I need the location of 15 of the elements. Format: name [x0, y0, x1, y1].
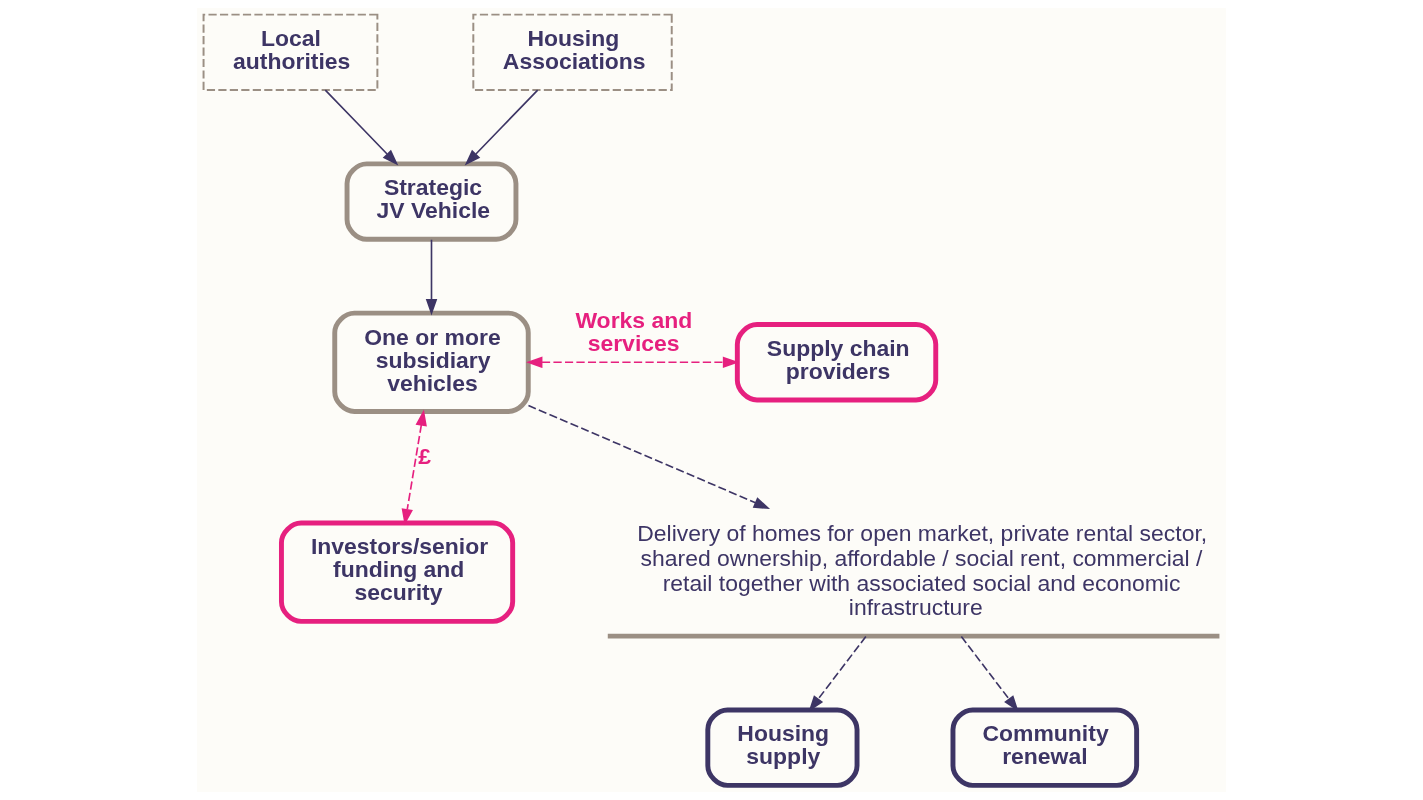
node-box: Supply chain providers	[734, 322, 939, 403]
arrow	[527, 404, 771, 510]
arrow	[425, 238, 438, 316]
node-box: Investors/senior funding and security	[279, 520, 516, 624]
node-box: Strategic JV Vehicle	[344, 161, 519, 242]
edge-label: £	[418, 443, 432, 470]
arrow	[464, 89, 539, 166]
node-box: Housing Associations	[472, 13, 673, 92]
node-box: Community renewal	[950, 707, 1140, 788]
node-text: Delivery of homes for open market, private rental sector, shared ownership, affordable / social rent, commercial / retail together with associated social and economic infrastructure	[637, 520, 1208, 621]
node-box: One or more subsidiary vehicles	[332, 310, 531, 414]
edge-label: Works and services	[575, 307, 693, 357]
arrow	[324, 89, 399, 166]
node-box: Housing supply	[705, 707, 860, 788]
node-box: Local authorities	[202, 13, 379, 92]
